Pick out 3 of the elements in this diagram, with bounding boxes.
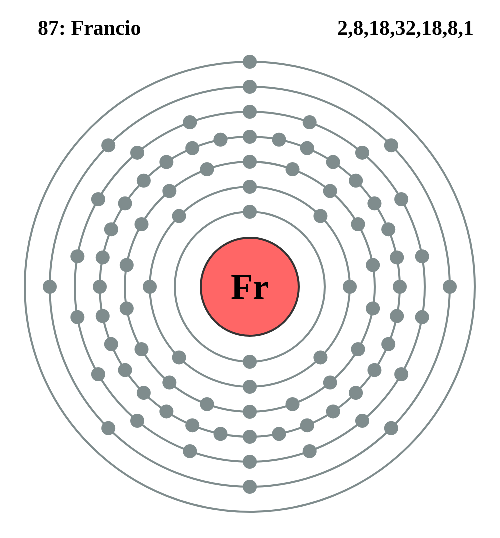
element-title: 87: Francio: [38, 16, 142, 41]
electron-configuration: 2,8,18,32,18,8,1: [338, 16, 474, 41]
nucleus-circle: Fr: [200, 237, 300, 337]
